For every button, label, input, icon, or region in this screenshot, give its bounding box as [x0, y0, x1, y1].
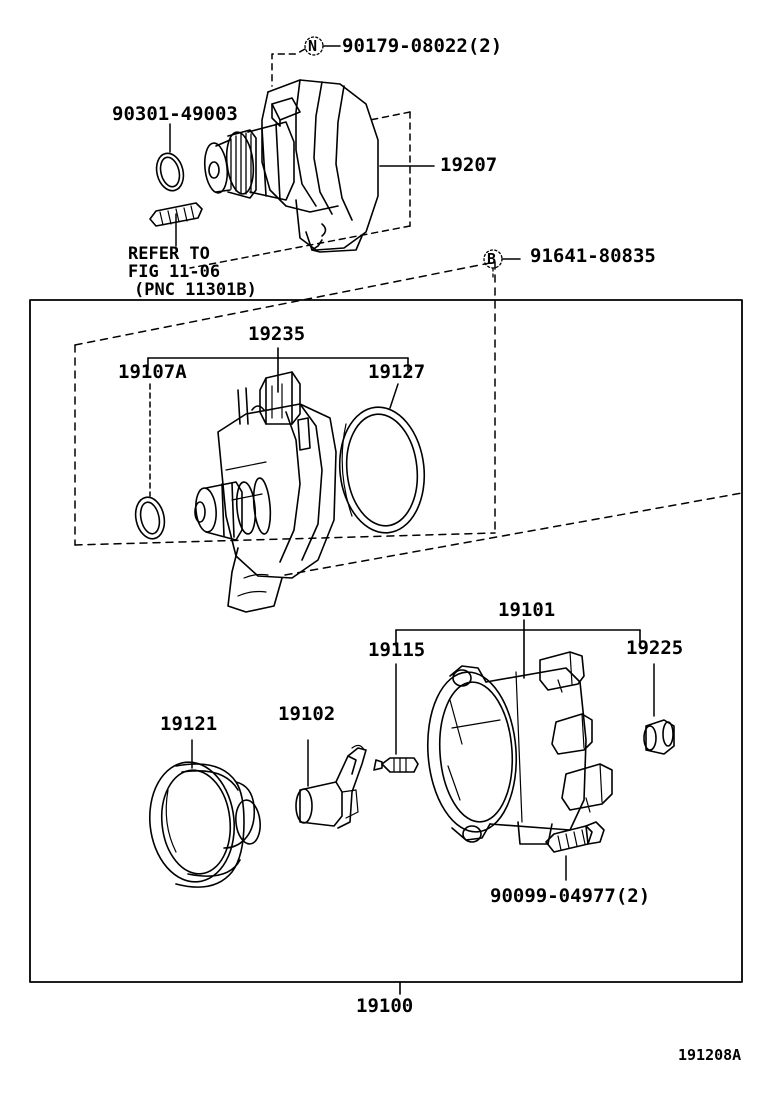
mid-distributor-housing — [194, 371, 337, 613]
callout-19127[interactable]: 19127 — [368, 361, 426, 383]
leader-19127 — [389, 383, 399, 409]
callout-19121[interactable]: 19121 — [160, 713, 218, 735]
mid-oring-19107a-part — [134, 496, 166, 540]
callout-19235[interactable]: 19235 — [248, 323, 306, 345]
callout-90179-08022[interactable]: 90179-08022(2) — [342, 35, 503, 57]
group-number-19100[interactable]: 19100 — [356, 995, 414, 1017]
refer-note-line2: FIG 11-06 — [128, 262, 221, 282]
figure-corner-code: 191208A — [678, 1046, 742, 1064]
perspective-connector — [284, 492, 743, 576]
top-stud-bolt-part — [149, 202, 203, 227]
rotor-19102-part — [295, 744, 367, 829]
callout-91641-80835[interactable]: 91641-80835 — [530, 245, 656, 267]
leader-90179 — [271, 36, 341, 87]
lower-distributor-cap — [426, 651, 613, 845]
top-distributor-housing — [203, 79, 379, 253]
callout-90099-04977[interactable]: 90099-04977(2) — [490, 885, 651, 907]
callout-19225[interactable]: 19225 — [626, 637, 684, 659]
cover-19121-part — [148, 761, 261, 888]
marker-letter-b: B — [487, 250, 497, 268]
callout-19102[interactable]: 19102 — [278, 703, 336, 725]
mid-oring-19127-part — [338, 406, 426, 534]
leader-19235-bracket — [147, 347, 409, 393]
callout-19115[interactable]: 19115 — [368, 639, 426, 661]
top-oring-part — [155, 152, 185, 192]
callout-90301-49003[interactable]: 90301-49003 — [112, 103, 238, 125]
refer-note-line1: REFER TO — [128, 244, 210, 264]
leader-19207 — [189, 111, 435, 269]
callout-19107a[interactable]: 19107A — [118, 361, 187, 383]
leader-91641 — [483, 249, 521, 281]
marker-letter-n: N — [308, 37, 318, 55]
refer-note-line3: (PNC 11301B) — [134, 280, 257, 300]
screw-19115-part — [373, 757, 419, 773]
leader-19101-bracket — [395, 619, 641, 679]
bushing-19225-part — [643, 719, 675, 755]
bolt-90099-part — [545, 821, 605, 853]
subassembly-dashed-frame — [74, 261, 496, 546]
callout-19207[interactable]: 19207 — [440, 154, 498, 176]
assembly-frame-19100 — [29, 299, 743, 995]
callout-19101[interactable]: 19101 — [498, 599, 556, 621]
